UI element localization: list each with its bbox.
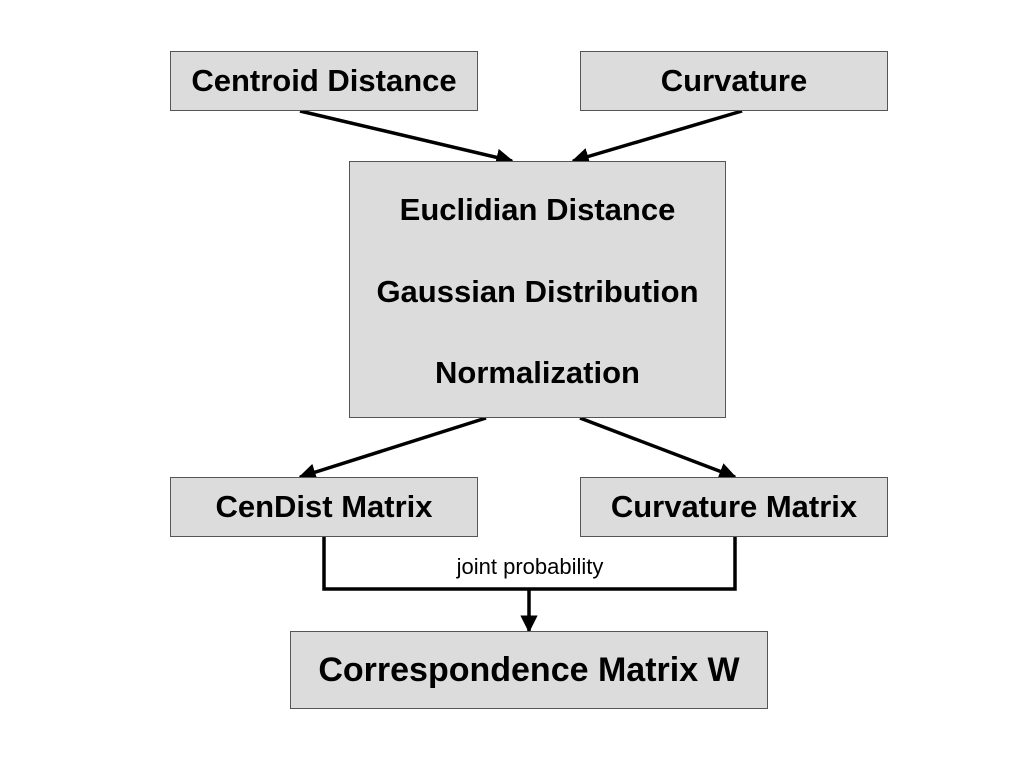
centroid-distance-box: Centroid Distance xyxy=(170,51,478,111)
centroid-distance-label: Centroid Distance xyxy=(191,63,457,98)
arrow-process-to-curvature-matrix xyxy=(579,416,737,480)
arrow-curvature-to-process xyxy=(571,109,743,165)
process-box xyxy=(349,161,726,418)
curvature-matrix-box: Curvature Matrix xyxy=(580,477,888,537)
correspondence-matrix-box: Correspondence Matrix W xyxy=(290,631,768,709)
correspondence-matrix-label: Correspondence Matrix W xyxy=(318,650,740,689)
gaussian-distribution-label: Gaussian Distribution xyxy=(376,274,699,309)
euclidian-distance-label: Euclidian Distance xyxy=(399,192,676,227)
normalization-label: Normalization xyxy=(435,355,640,390)
arrow-centroid-to-process xyxy=(299,109,514,166)
curvature-label: Curvature xyxy=(660,63,808,98)
joint-probability-label: joint probability xyxy=(456,554,604,579)
curvature-box: Curvature xyxy=(580,51,888,111)
arrow-process-to-cendist xyxy=(298,416,487,481)
cendist-matrix-box: CenDist Matrix xyxy=(170,477,478,537)
cendist-matrix-label: CenDist Matrix xyxy=(215,489,433,524)
curvature-matrix-label: Curvature Matrix xyxy=(610,489,858,524)
